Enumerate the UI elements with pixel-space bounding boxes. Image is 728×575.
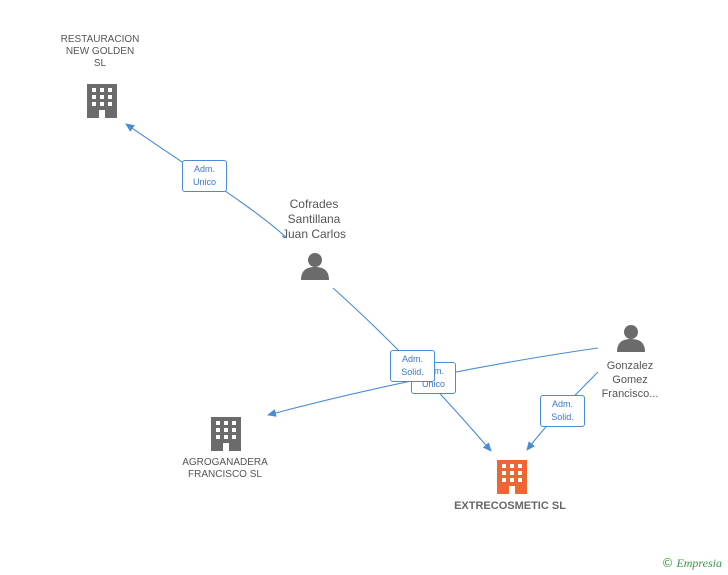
label-line: Gonzalez [606, 360, 654, 372]
edge-tag-line: Solid. [401, 367, 424, 377]
label-line: NEW GOLDEN [65, 46, 135, 57]
edge-tag-line: Unico [421, 379, 445, 389]
person-icon [617, 325, 645, 352]
building-icon [211, 417, 241, 451]
person-icon [301, 253, 329, 280]
main-building-icon [497, 460, 527, 494]
label-line: Gomez [612, 374, 648, 386]
label-line: FRANCISCO SL [188, 469, 262, 480]
label-line: SL [93, 58, 107, 69]
node-label-gonzalez[interactable]: Gonzalez Gomez Francisco... [582, 359, 678, 401]
node-label-cofrades[interactable]: Cofrades Santillana Juan Carlos [258, 197, 370, 242]
edge-tag-line: Adm. [193, 164, 215, 174]
edge-tag-line: Adm. [551, 399, 573, 409]
copyright-icon: © [661, 556, 674, 570]
edge-tag-line: Unico [192, 177, 216, 187]
node-label-extrecosmetic[interactable]: EXTRECOSMETIC SL [440, 499, 580, 513]
edge-tag-adm-solid: Adm. Solid. [390, 350, 435, 382]
label-line: AGROGANADERA [182, 457, 268, 468]
brand-logo[interactable]: © Empresia [661, 556, 722, 571]
node-label-restauracion[interactable]: RESTAURACION NEW GOLDEN SL [40, 34, 160, 70]
label-line: RESTAURACION [60, 34, 140, 45]
building-icon [87, 84, 117, 118]
label-line: Juan Carlos [281, 227, 347, 241]
label-line: Cofrades [289, 197, 339, 211]
edge-tag-line: Solid. [551, 412, 574, 422]
label-line: EXTRECOSMETIC SL [454, 500, 566, 512]
brand-name: Empresia [676, 556, 722, 570]
label-line: Francisco... [601, 388, 659, 400]
label-line: Santillana [287, 212, 341, 226]
edge-tag-line: Adm. [401, 354, 423, 364]
edge-tag-adm-unico: Adm. Unico [182, 160, 227, 192]
edge-tag-adm-solid: Adm. Solid. [540, 395, 585, 427]
node-label-agroganadera[interactable]: AGROGANADERA FRANCISCO SL [160, 457, 290, 481]
